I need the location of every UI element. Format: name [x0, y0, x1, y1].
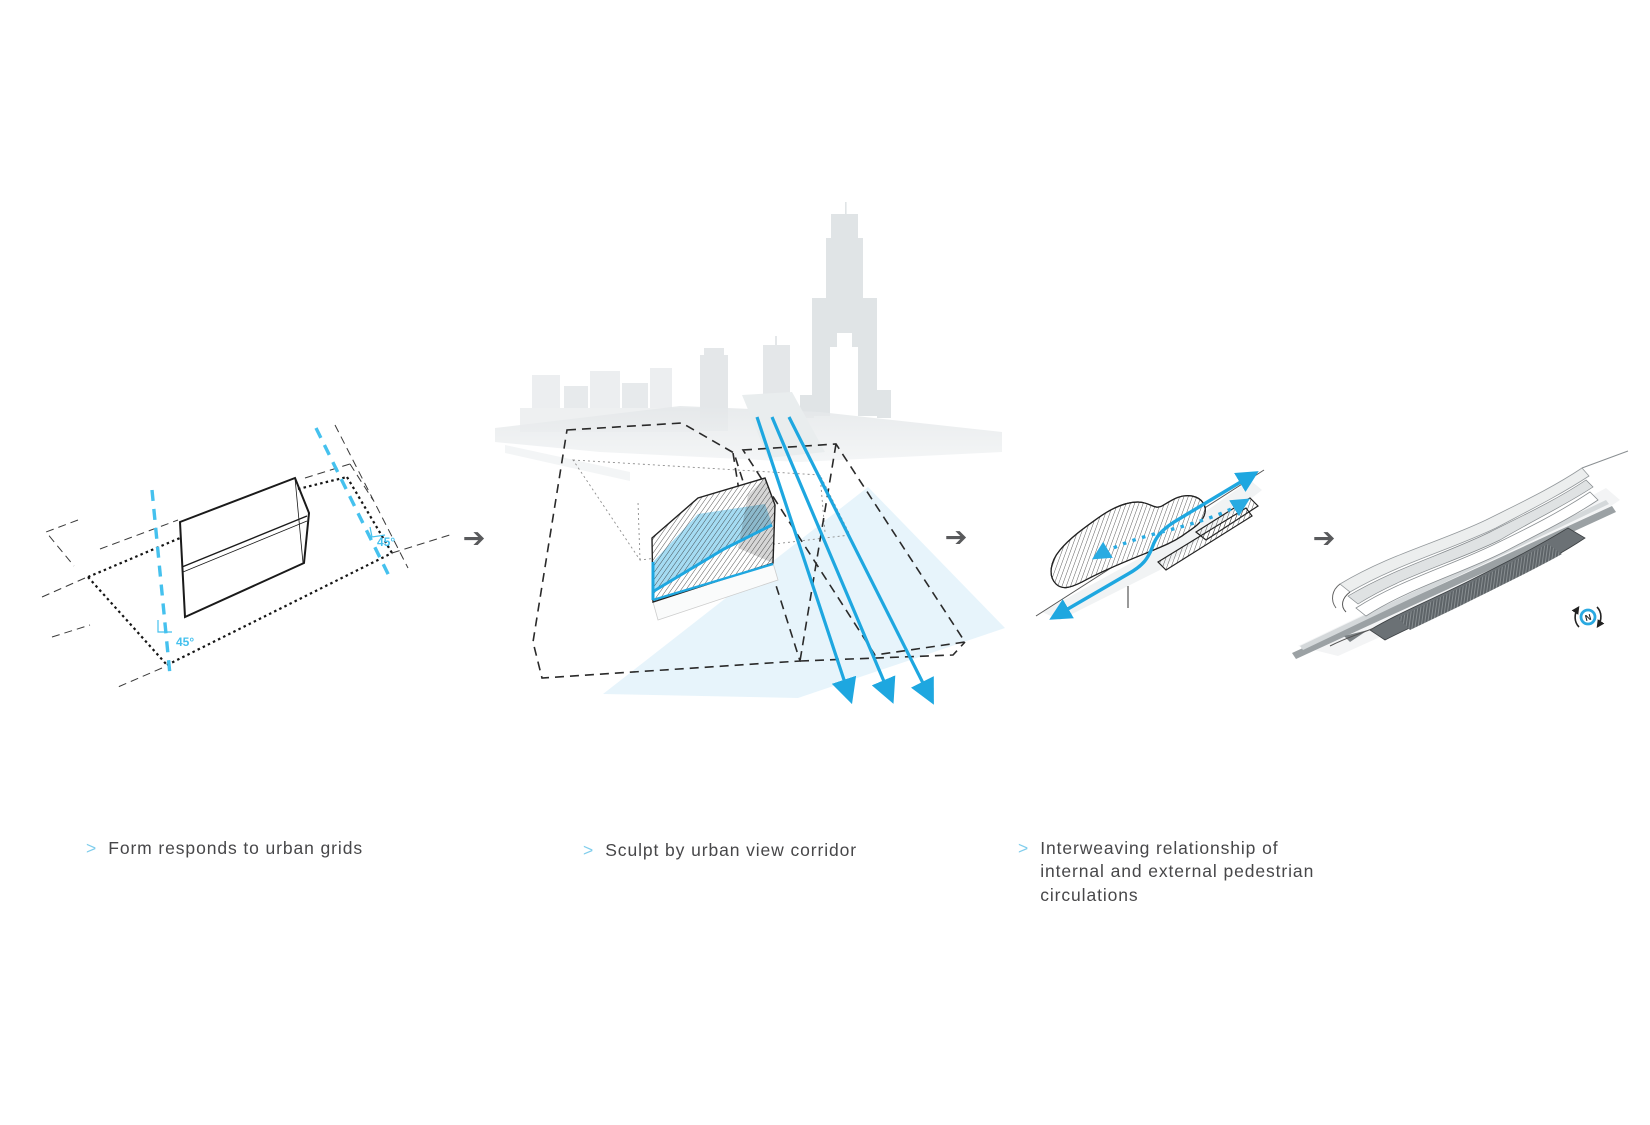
caption-step-3: > Interweaving relationship of internal …: [1018, 837, 1328, 907]
building-mass: [651, 477, 779, 621]
diagram-view-corridor: [495, 202, 1005, 705]
caption-text: Form responds to urban grids: [108, 838, 363, 858]
step-arrow-icon: ➔: [1312, 522, 1336, 553]
building-box: [178, 476, 311, 619]
view-corridor-arrows: [755, 416, 934, 705]
angle-label-bottom: 45°: [176, 635, 194, 649]
caption-bullet: >: [583, 840, 595, 860]
angle-label-right: 45°: [377, 535, 395, 549]
caption-step-1: > Form responds to urban grids: [86, 837, 363, 860]
caption-step-2: > Sculpt by urban view corridor: [583, 839, 857, 862]
caption-bullet: >: [1018, 838, 1030, 858]
circulation-dotted-arrow: [1092, 498, 1250, 560]
north-label: N: [1584, 612, 1593, 623]
step-arrow-icon: ➔: [462, 522, 486, 553]
landmark-tower-silhouette: [800, 202, 891, 418]
caption-bullet: >: [86, 838, 98, 858]
north-arrow-icon: N: [1571, 606, 1605, 628]
site-boundary-dotted: [87, 475, 393, 666]
diagram-circulations: [1035, 469, 1265, 620]
diagram-urban-grids: 45° 45°: [41, 424, 454, 688]
step-arrow-icon: ➔: [944, 521, 968, 552]
rendered-building: [1292, 450, 1629, 659]
diagram-final-render: N: [1292, 450, 1629, 659]
caption-text: Sculpt by urban view corridor: [605, 840, 857, 860]
plan-guidelines: [572, 459, 851, 561]
angle-grid-lines: [150, 427, 393, 676]
street-grid-lines: [41, 424, 454, 688]
angle-tick-marks: [157, 526, 386, 633]
caption-text: Interweaving relationship of internal an…: [1040, 838, 1315, 905]
city-skyline-silhouette: [495, 202, 1002, 481]
